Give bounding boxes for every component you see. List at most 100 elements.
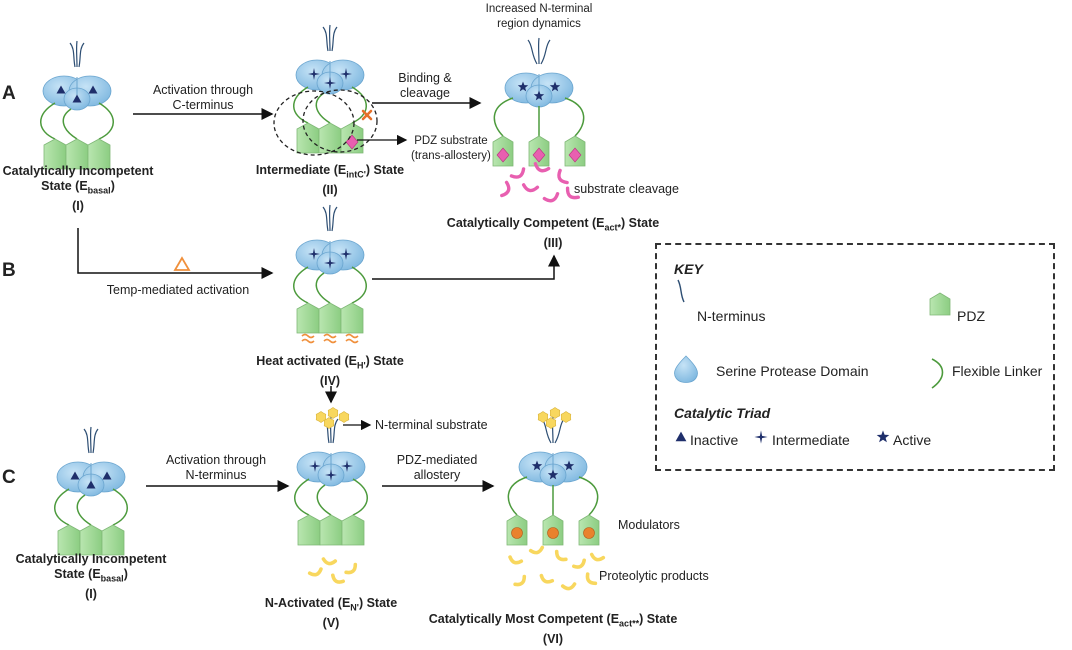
pdz-substrate-label: PDZ substrate(trans-allostery) [411,135,491,162]
key-inactive-label: Inactive [690,432,739,448]
n-terminus-tail [554,418,565,444]
triangle-icon [70,471,80,480]
flexible-linker [352,478,368,516]
pdz-domain [318,302,342,334]
triangle-icon [56,85,66,94]
heat-wave-icon [301,333,315,339]
proteolytic-product [528,545,545,555]
state-vi-label: Catalytically Most Competent (Eact**) St… [428,612,678,646]
key-protease-icon [674,355,698,383]
flexible-linker [112,488,128,526]
n-terminal-substrate-icon [338,411,350,423]
pdz-substrate-icon [532,147,546,163]
five-point-star-icon [549,81,561,92]
five-point-star-icon [533,90,545,101]
n-terminus-tail [331,206,338,232]
pdz-domain [340,302,364,334]
state-i-number: (I) [72,198,84,213]
row-c [54,407,606,591]
arrow-temp-activation [77,228,274,279]
five-point-star-icon [876,430,890,443]
enzyme-state-iii [492,37,586,167]
arrow-to-state-iii [372,254,560,280]
n-terminus-tail [92,428,99,454]
state-iv-label: Heat activated (EH') State (IV) [256,354,404,388]
proteolytic-product [539,573,555,584]
key-protease-label: Serine Protease Domain [716,363,869,379]
proteolytic-product [307,567,323,577]
triangle-icon [86,480,96,489]
heat-wave-icon [301,338,315,344]
enzyme-state-vi [506,407,600,546]
five-point-star-icon [517,81,529,92]
flexible-linker [54,488,70,526]
n-terminal-substrate-icon [323,417,335,429]
pdz-domain [57,524,81,556]
n-terminus-tail [78,42,85,68]
proteolytic-product [560,582,577,591]
triangle-icon [102,471,112,480]
row-b [77,204,560,404]
temp-activation-label: Temp-mediated activation [106,283,250,297]
section-a-label: A [2,83,16,104]
proteolytic-product [554,549,568,562]
proteolytic-product [585,572,598,586]
key-linker-label: Flexible Linker [952,363,1043,379]
flexible-linker [564,97,585,137]
n-terminus-tail [527,39,538,65]
n-terminal-substrate-icon [537,411,549,423]
heat-wave-icon [323,333,337,339]
proteolytic-product [513,574,527,587]
key-triad-title: Catalytic Triad [674,405,771,421]
enzyme-state-iv [293,204,367,334]
pdz-domain [297,514,321,546]
n-terminal-substrate-icon [549,407,561,419]
substrate-fragment [533,162,551,173]
four-point-star-icon [308,248,320,260]
enzyme-state-ii [293,24,367,154]
state-i-line2: State (Ebasal) [41,179,115,196]
cross-icon [361,109,373,121]
n-terminus-tail [322,26,329,52]
arrow-binding-label: Binding &cleavage [398,71,452,100]
triangle-icon [72,94,82,103]
proteolytic-product [572,558,586,569]
state-i-line1: Catalytically Incompetent [2,164,154,178]
four-point-star-icon [325,469,337,481]
n-terminus-tail [331,26,338,52]
proteolytic-product [508,555,524,565]
flexible-linker [293,86,309,124]
modulator-icon [583,527,595,539]
flexible-linker [315,92,331,124]
n-terminus-tail [540,39,551,65]
enzyme-state-v [294,407,368,546]
proteolytic-product-fragments [307,545,606,591]
flexible-linker [315,272,331,304]
key-box: KEY N-terminus PDZ Serine Protease Domai… [655,243,1055,471]
pdz-domain [79,524,103,556]
n-terminal-substrate-icon [327,407,339,419]
pdz-domain [296,302,320,334]
flexible-linker [294,478,310,516]
n-terminal-substrate-icon [315,411,327,423]
flexible-linker [76,494,92,526]
dashed-region-2 [302,89,378,153]
state-i-c-label: Catalytically Incompetent State (Ebasal)… [15,552,167,601]
substrate-cleavage-label: substrate cleavage [574,182,679,196]
heat-wave-icon [323,338,337,344]
proteolytic-products-label: Proteolytic products [599,569,709,583]
n-terminus-tail [83,428,90,454]
flexible-linker [316,484,332,516]
n-terminus-tail [332,418,339,444]
delta-icon [173,256,191,271]
key-n-terminus-icon [677,279,685,303]
state-i-label: Catalytically Incompetent State (Ebasal)… [3,164,154,214]
four-point-star-icon [324,77,336,89]
four-point-star-icon [308,68,320,80]
flexible-linker [40,102,56,140]
section-b-label: B [2,260,16,281]
